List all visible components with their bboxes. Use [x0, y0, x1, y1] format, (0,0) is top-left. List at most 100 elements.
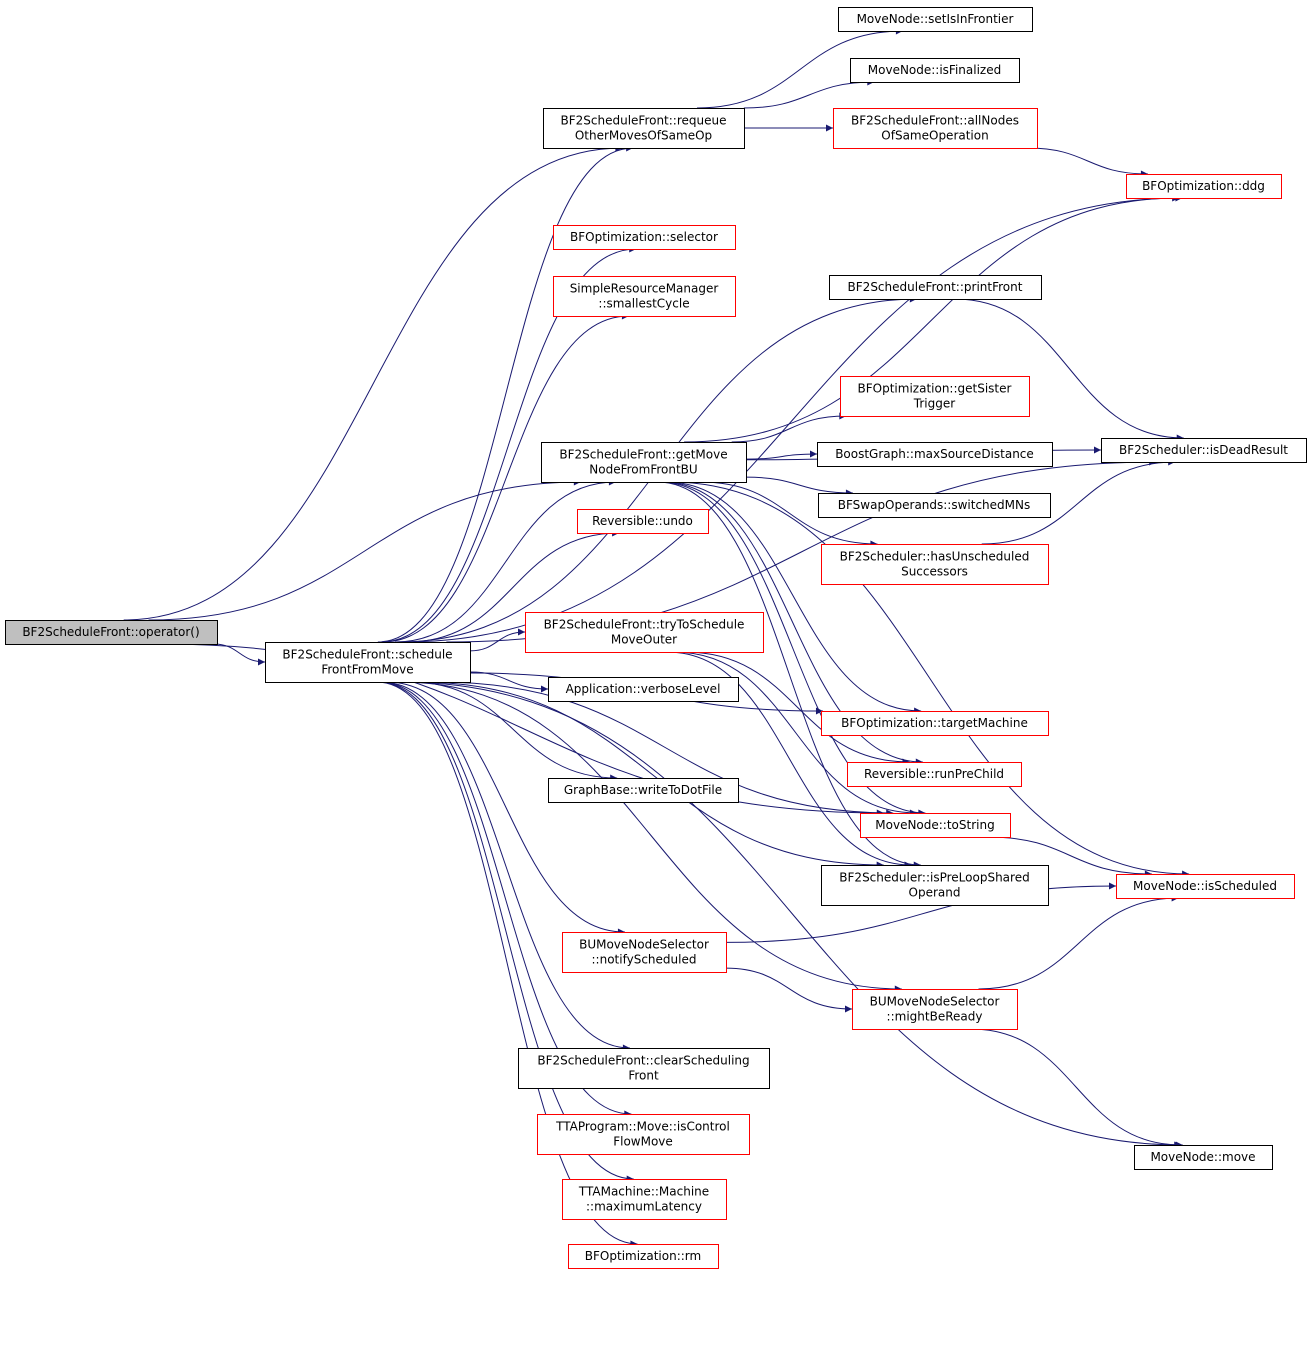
edge-line: [1027, 147, 1148, 178]
node-box: [1101, 438, 1307, 463]
node-box: [850, 58, 1020, 83]
edge-line: [745, 450, 818, 460]
edge-trysched-to-runpre: [684, 651, 910, 766]
node-box: [543, 108, 745, 149]
node-label-line: BFOptimization::ddg: [1142, 179, 1265, 193]
node-selector[interactable]: BFOptimization::selector: [553, 225, 736, 250]
node-label-line: OtherMovesOfSameOp: [575, 129, 712, 143]
edge-line: [970, 1028, 1182, 1149]
node-label-line: BUMoveNodeSelector: [870, 995, 1000, 1009]
node-box: [562, 1179, 727, 1220]
edge-root-to-getmove: [148, 478, 581, 621]
node-maxlat[interactable]: TTAMachine::Machine::maximumLatency: [562, 1179, 727, 1220]
node-label-line: BF2ScheduleFront::requeue: [561, 114, 727, 128]
node-label-line: Trigger: [913, 397, 955, 411]
edge-getmove-to-prelp: [657, 481, 921, 869]
edge-getmove-to-runpre: [662, 481, 923, 766]
node-undo[interactable]: Reversible::undo: [577, 509, 709, 534]
edge-line: [213, 643, 266, 666]
node-isfinal[interactable]: MoveNode::isFinalized: [850, 58, 1020, 83]
node-box: [562, 932, 727, 973]
node-label-line: Successors: [901, 565, 968, 579]
node-setfront[interactable]: MoveNode::setIsInFrontier: [838, 7, 1033, 32]
node-runpre[interactable]: Reversible::runPreChild: [847, 762, 1022, 787]
edge-line: [978, 894, 1179, 990]
node-box: [838, 7, 1033, 32]
node-mightbe[interactable]: BUMoveNodeSelector::mightBeReady: [852, 989, 1018, 1030]
node-notify[interactable]: BUMoveNodeSelector::notifyScheduled: [562, 932, 727, 973]
node-box: [553, 276, 736, 317]
node-label-line: Operand: [909, 886, 961, 900]
node-isdead[interactable]: BF2Scheduler::isDeadResult: [1101, 438, 1307, 463]
edge-line: [745, 476, 853, 497]
node-box: [847, 762, 1022, 787]
node-target[interactable]: BFOptimization::targetMachine: [821, 711, 1049, 736]
node-box: [829, 275, 1042, 300]
edge-line: [379, 681, 632, 1118]
edge-sched-to-writedot: [410, 681, 618, 782]
edge-line: [400, 681, 902, 993]
node-box: [541, 442, 747, 483]
node-ddg[interactable]: BFOptimization::ddg: [1126, 174, 1282, 199]
edge-line: [657, 481, 921, 869]
node-writedot[interactable]: GraphBase::writeToDotFile: [548, 778, 739, 803]
node-box: [1126, 174, 1282, 199]
node-smallest[interactable]: SimpleResourceManager::smallestCycle: [553, 276, 736, 317]
node-maxsrc[interactable]: BoostGraph::maxSourceDistance: [817, 442, 1053, 467]
node-label-line: OfSameOperation: [881, 129, 988, 143]
node-box: [860, 813, 1011, 838]
node-label-line: BFOptimization::rm: [585, 1249, 701, 1263]
edge-sched-to-isctrl: [379, 681, 632, 1118]
edge-sched-to-maxlat: [377, 681, 634, 1183]
node-label-line: FrontFromMove: [321, 663, 413, 677]
edge-sched-to-mightbe: [400, 681, 902, 993]
node-box: [5, 620, 218, 645]
edge-line: [988, 836, 1152, 878]
node-label-line: FlowMove: [613, 1135, 673, 1149]
edge-getmove-to-tostring: [659, 481, 926, 817]
node-rm[interactable]: BFOptimization::rm: [568, 1244, 719, 1269]
node-box: [852, 989, 1018, 1030]
edge-line: [674, 651, 917, 817]
edge-line: [743, 78, 875, 109]
node-label-line: Reversible::runPreChild: [864, 767, 1004, 781]
edge-getmove-to-swap: [745, 476, 853, 497]
node-requeue[interactable]: BF2ScheduleFront::requeueOtherMovesOfSam…: [543, 108, 745, 149]
node-label-line: TTAMachine::Machine: [578, 1185, 709, 1199]
node-label-line: BF2ScheduleFront::schedule: [282, 648, 452, 662]
node-swap[interactable]: BFSwapOperands::switchedMNs: [818, 493, 1051, 518]
node-printfront[interactable]: BF2ScheduleFront::printFront: [829, 275, 1042, 300]
node-label-line: ::mightBeReady: [887, 1010, 983, 1024]
node-label-line: BF2ScheduleFront::clearScheduling: [537, 1054, 749, 1068]
node-label-line: BFOptimization::getSister: [858, 382, 1012, 396]
node-box: [518, 1048, 770, 1089]
node-label-line: BF2ScheduleFront::operator(): [22, 625, 199, 639]
node-label-line: BF2ScheduleFront::getMove: [559, 448, 727, 462]
edge-line: [981, 458, 1176, 545]
edge-line: [377, 681, 634, 1183]
node-root: BF2ScheduleFront::operator(): [5, 620, 218, 645]
node-allnodes[interactable]: BF2ScheduleFront::allNodesOfSameOperatio…: [833, 108, 1038, 149]
edge-sched-to-move: [401, 681, 1183, 1149]
edge-line: [402, 194, 1183, 643]
edge-line: [696, 27, 903, 109]
edge-line: [406, 529, 620, 643]
edge-sched-to-notify: [386, 681, 625, 936]
node-tostring[interactable]: MoveNode::toString: [860, 813, 1011, 838]
node-box: [818, 493, 1051, 518]
edge-line: [382, 312, 629, 643]
node-box: [821, 865, 1049, 906]
node-verbose[interactable]: Application::verboseLevel: [548, 677, 739, 702]
node-issched[interactable]: MoveNode::isScheduled: [1116, 874, 1295, 899]
edge-sched-to-clear: [381, 681, 630, 1052]
edge-line: [684, 651, 910, 766]
node-move[interactable]: MoveNode::move: [1134, 1145, 1273, 1170]
